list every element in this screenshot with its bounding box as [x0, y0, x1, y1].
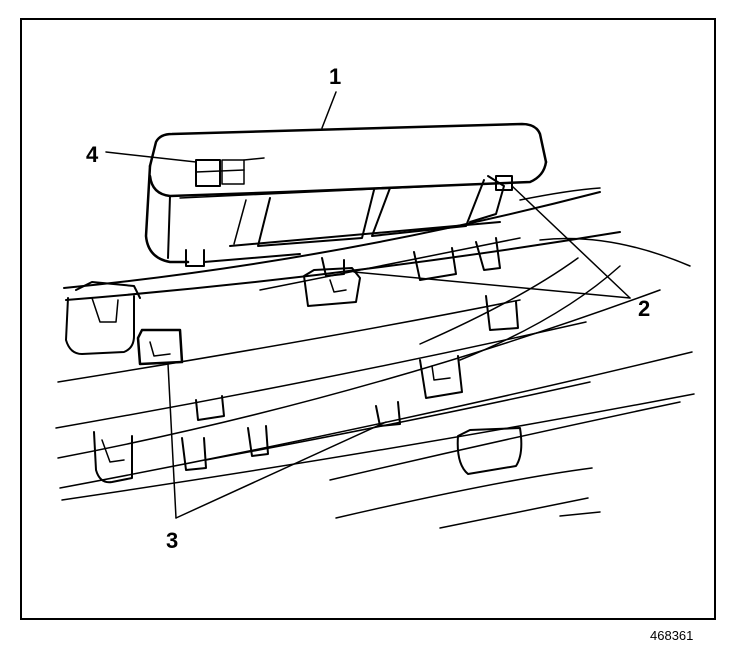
callout-2: 2: [638, 296, 650, 321]
figure-frame: [20, 18, 716, 620]
mounting-bracket: [55, 187, 695, 529]
leader-lines: [105, 91, 631, 519]
callout-3: 3: [166, 528, 178, 553]
figure-number: 468361: [650, 628, 693, 643]
callout-4: 4: [86, 142, 99, 167]
callout-1: 1: [329, 64, 341, 89]
bracket-clips: [65, 237, 523, 484]
electronic-module: [144, 122, 548, 277]
